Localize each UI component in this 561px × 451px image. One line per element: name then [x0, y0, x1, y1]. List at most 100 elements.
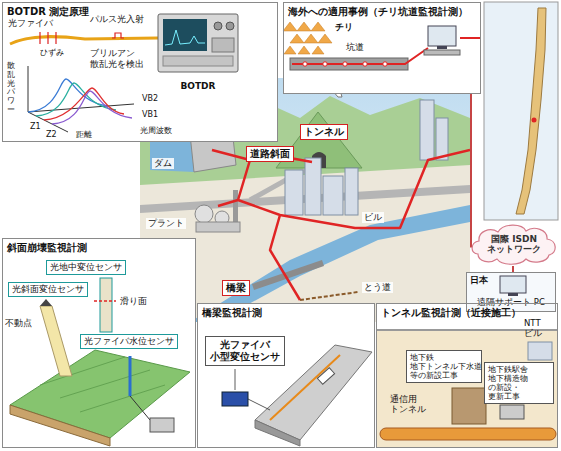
panel-ground-part	[2, 2, 278, 142]
mine-figure-part	[437, 46, 447, 49]
axis-label: 距離	[76, 130, 92, 140]
sensor-box: 光ファイバ 小型変位センサ	[205, 336, 285, 366]
panel-title: トンネル監視計測（近接施工）	[381, 306, 521, 320]
city-scene-part	[233, 190, 238, 222]
mine-figure-part	[343, 62, 347, 66]
mine-figure-part	[303, 62, 307, 66]
slope-panel: 斜面崩壊監視計測光地中変位センサ光斜面変位センサ光ファイバ水位センサ	[2, 238, 196, 448]
cloud-outline	[472, 225, 555, 264]
panel-title: BOTDR 測定原理	[7, 5, 89, 19]
mine-figure-part	[383, 62, 387, 66]
sensor-name: 光斜面変位センサ	[12, 284, 84, 295]
city-scene-part	[285, 170, 303, 215]
slope-figure-part	[130, 396, 150, 420]
part-label: 通信用 トンネル	[390, 394, 434, 414]
botdr-figure-part	[214, 22, 222, 30]
device-label: BOTDR	[150, 81, 246, 91]
chile-map-part	[532, 118, 537, 123]
botdr-figure-part	[158, 14, 238, 72]
axis-tick: Z1	[30, 122, 41, 132]
site-name: 道路斜面	[250, 148, 290, 160]
botdr-figure-part	[163, 56, 233, 66]
axis-label: 散乱光パワー	[7, 62, 15, 115]
botdr-figure-part	[44, 88, 124, 120]
mine-figure-part	[428, 26, 456, 46]
panel-ground-part	[283, 2, 481, 94]
support-pc: 日本遠隔サポート PC	[466, 272, 556, 312]
site-label: トンネル	[300, 124, 348, 140]
site-name: プラント	[146, 218, 186, 229]
chile-map-part	[516, 8, 546, 214]
overseas-panel: 海外への適用事例（チリ坑道監視計測）	[283, 2, 481, 94]
site-name: トンネル	[304, 126, 344, 138]
botdr-figure-part	[40, 32, 56, 44]
botdr-device: BOTDR	[150, 8, 246, 92]
panel-title: 橋梁監視計測	[202, 306, 262, 320]
city-scene-part	[212, 150, 470, 300]
work-box: 地下鉄駅舎 地下構造物 の新設・更新工事	[484, 362, 554, 404]
site-name: とう道	[362, 282, 393, 293]
slope-figure-part	[100, 278, 112, 332]
mine-figure-part	[363, 62, 367, 66]
pc-icon-part	[500, 276, 526, 293]
sensor-name: 光ファイバ 小型変位センサ	[210, 339, 280, 363]
botdr-figure	[10, 14, 238, 132]
bridge-figure-part	[255, 420, 300, 446]
chile-map	[516, 8, 546, 214]
mine-figure-part	[323, 62, 327, 66]
strain-label: ひずみ	[40, 48, 64, 58]
slope-figure-part	[40, 306, 72, 376]
panel-ground-part	[376, 303, 558, 448]
botdr-figure-part	[52, 91, 132, 124]
sensor-box: 光地中変位センサ	[46, 260, 126, 275]
network-name: 国際 ISDN ネットワーク	[482, 234, 546, 255]
work-box: 地下鉄 地下トンネル下水道 等の新設工事	[406, 350, 482, 383]
place-label: チリ	[335, 22, 353, 33]
city-scene-part	[420, 100, 434, 160]
axis-label: 光周波数	[140, 126, 172, 136]
botdr-figure-part	[226, 22, 234, 30]
mine-figure	[283, 22, 481, 70]
city-scene-part	[252, 260, 324, 290]
panel-ground-part	[484, 2, 558, 220]
bridge-panel: 橋梁監視計測光ファイバ 小型変位センサ	[197, 303, 375, 448]
building-label: NTT ビル	[524, 318, 558, 338]
slope-figure-part	[10, 405, 110, 446]
tunnel-figure-part	[452, 388, 486, 424]
city-scene-part	[345, 168, 358, 215]
part-label: 滑り面	[120, 296, 147, 306]
fiber-label: 光ファイバ	[8, 18, 53, 29]
sensor-name: 光ファイバ水位センサ	[84, 336, 174, 347]
site-name: ダム	[152, 158, 174, 169]
panel-ground-part	[2, 238, 196, 448]
sensor-name: 光地中変位センサ	[50, 262, 122, 273]
city-scene-part	[300, 292, 358, 300]
part-label: 不動点	[5, 318, 32, 328]
site-label: 道路斜面	[246, 146, 294, 162]
tunnel-figure-part	[500, 405, 524, 419]
sensor-box: 光斜面変位センサ	[8, 282, 88, 297]
axis-tick: VB1	[142, 110, 158, 120]
network-line	[470, 94, 472, 248]
site-name: 橋梁	[226, 282, 246, 294]
tunnel-figure-part	[380, 428, 556, 440]
tunnel-figure-part	[377, 330, 557, 447]
botdr-figure-part	[163, 19, 207, 51]
city-scene-part	[323, 176, 343, 215]
slope-figure-part	[40, 299, 52, 306]
site-label: 橋梁	[222, 280, 250, 296]
slope-figure-part	[150, 418, 174, 432]
note-label: ブリルアン 散乱光を検出	[90, 48, 150, 70]
botdr-figure-part	[212, 38, 234, 52]
panel-title: 海外への適用事例（チリ坑道監視計測）	[288, 5, 468, 19]
panel-ground-part	[197, 303, 375, 448]
botdr-figure-part	[10, 37, 158, 44]
slope-figure-part	[129, 356, 132, 396]
mine-figure-part	[424, 50, 460, 55]
mine-figure-part	[283, 22, 332, 54]
slope-figure-part	[94, 300, 116, 302]
